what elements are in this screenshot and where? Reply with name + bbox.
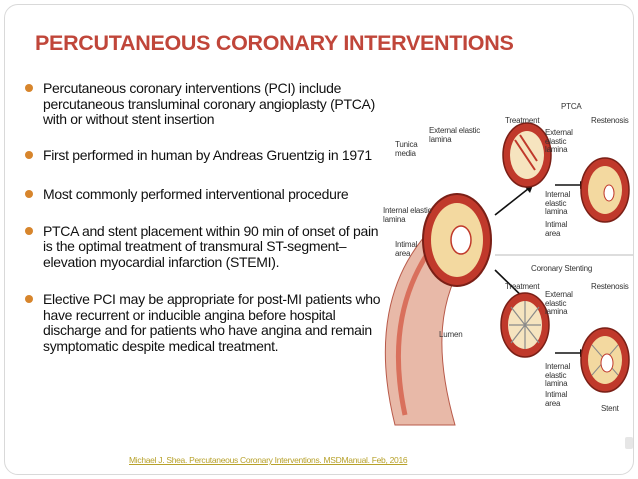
bullet-item: Percutaneous coronary interventions (PCI… (23, 80, 383, 128)
stent-treatment-label: Treatment (505, 282, 540, 291)
ptca-heading: PTCA (561, 102, 582, 111)
stent-internal-lamina-label: Internal elastic lamina (545, 362, 571, 388)
tunica-media-label: Tunica media (395, 140, 418, 158)
vessel-diagram (384, 122, 633, 426)
main-external-lamina-label: External elastic lamina (429, 126, 481, 144)
pci-illustration: PTCA Treatment Restenosis External elast… (365, 95, 633, 435)
stent-label: Stent (601, 404, 619, 413)
citation-link[interactable]: Michael J. Shea. Percutaneous Coronary I… (129, 455, 408, 465)
bullet-text: Elective PCI may be appropriate for post… (43, 291, 381, 354)
ptca-intimal-area-label: Intimal area (545, 220, 568, 238)
bullet-item: PTCA and stent placement within 90 min o… (23, 222, 383, 271)
bullet-text: Most commonly performed interventional p… (43, 186, 349, 202)
bullet-text: Percutaneous coronary interventions (PCI… (43, 80, 375, 127)
ptca-treatment-lumen (510, 131, 544, 179)
lumen-label: Lumen (439, 330, 463, 339)
stent-external-lamina-label: External elastic lamina (545, 290, 573, 316)
main-intimal-area-label: Intimal area (395, 240, 418, 258)
bullet-list: Percutaneous coronary interventions (PCI… (23, 80, 383, 374)
stent-mesh-icon (509, 301, 541, 349)
ptca-external-lamina-label: External elastic lamina (545, 128, 573, 154)
bullet-dot-icon (25, 150, 33, 159)
bullet-dot-icon (25, 190, 33, 198)
bullet-item: Most commonly performed interventional p… (23, 186, 383, 203)
slide-corner-icon (625, 437, 633, 449)
ptca-crack (514, 134, 538, 171)
stent-intimal-area-label: Intimal area (545, 390, 568, 408)
slide-title: PERCUTANEOUS CORONARY INTERVENTIONS (35, 31, 514, 55)
stent-restenosis-label: Restenosis (591, 282, 629, 291)
slide: PERCUTANEOUS CORONARY INTERVENTIONS Perc… (4, 4, 634, 475)
main-lumen (450, 225, 472, 255)
bullet-item: Elective PCI may be appropriate for post… (23, 291, 383, 354)
stenting-heading: Coronary Stenting (531, 264, 593, 273)
bullet-dot-icon (25, 84, 33, 92)
main-internal-lamina-label: Internal elastic lamina (383, 206, 432, 224)
arrow-to-ptca (494, 184, 534, 216)
bullet-text: First performed in human by Andreas Grue… (43, 146, 372, 163)
ptca-restenosis-lumen (603, 184, 615, 202)
bullet-dot-icon (25, 226, 33, 235)
bullet-text: PTCA and stent placement within 90 min o… (43, 222, 379, 270)
ptca-internal-lamina-label: Internal elastic lamina (545, 190, 571, 216)
bullet-item: First performed in human by Andreas Grue… (23, 146, 383, 164)
ptca-treatment-label: Treatment (505, 116, 540, 125)
stent-restenosis-lumen (600, 353, 614, 373)
ptca-restenosis-label: Restenosis (591, 116, 629, 125)
bullet-dot-icon (25, 295, 33, 303)
